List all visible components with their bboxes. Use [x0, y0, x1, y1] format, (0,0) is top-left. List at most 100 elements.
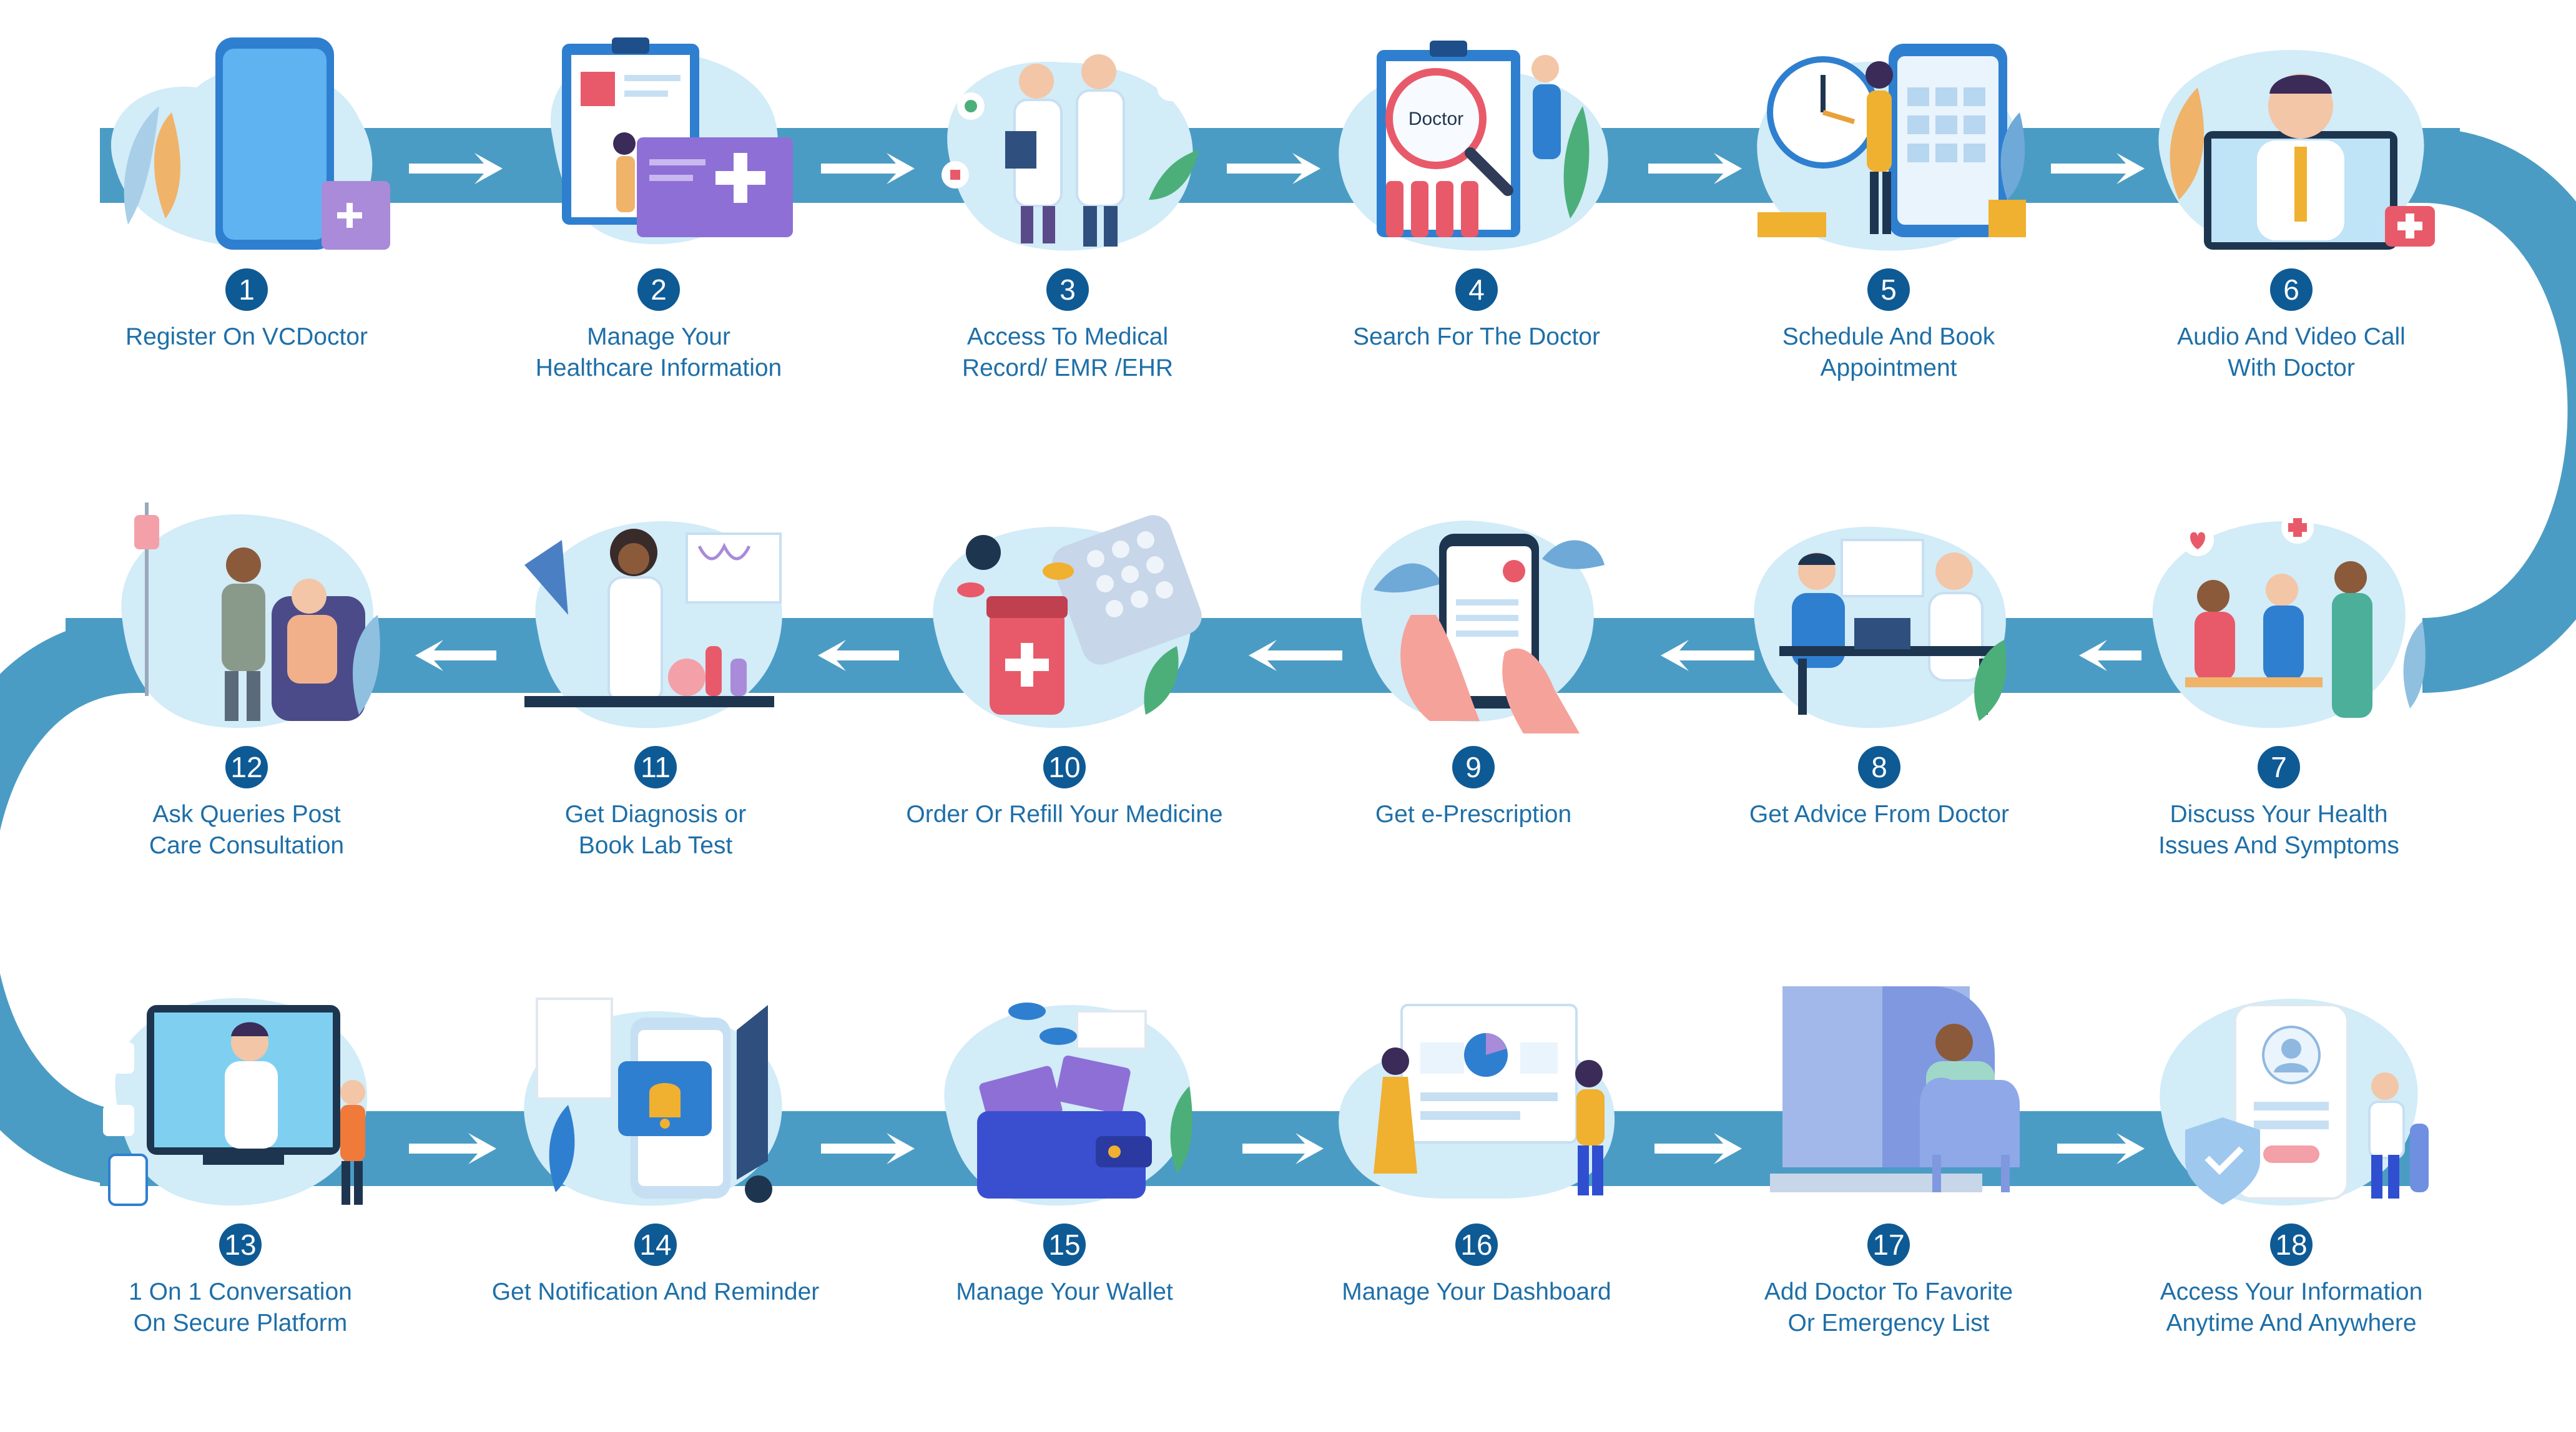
phone-bell-notification-illustration — [524, 998, 782, 1206]
calendar-clock-booking-illustration — [1757, 44, 2026, 251]
step-label-line-1: Register On VCDoctor — [125, 323, 368, 350]
step-label: Audio And Video Call With Doctor — [2092, 321, 2491, 384]
step-number-badge: 8 — [1858, 746, 1900, 788]
arrow-right — [409, 153, 503, 184]
step-number-badge: 13 — [219, 1224, 262, 1266]
arrow-left — [818, 640, 899, 671]
step-card-6: 6 Audio And Video Call With Doctor — [2092, 0, 2491, 474]
step-label-line-1: Schedule And Book — [1782, 323, 1995, 350]
phone-shield-user-illustration — [2160, 999, 2429, 1206]
step-card-17: 17 Add Doctor To Favorite Or Emergency L… — [1689, 955, 2088, 1430]
post-care-patient-illustration — [121, 503, 380, 728]
step-card-10: 10 Order Or Refill Your Medicine — [865, 478, 1264, 952]
step-label-line-2: Anytime And Anywhere — [2166, 1310, 2417, 1336]
step-label: Schedule And Book Appointment — [1689, 321, 2088, 384]
step-label-line-1: Get Advice From Doctor — [1749, 801, 2010, 828]
arrow-right — [821, 1133, 915, 1164]
magnifier-label: Doctor — [1408, 109, 1463, 129]
step-label: Get Advice From Doctor — [1679, 799, 2079, 830]
lab-scientist-illustration — [524, 521, 782, 728]
step-label: Add Doctor To Favorite Or Emergency List — [1689, 1277, 2088, 1339]
step-number-badge: 2 — [637, 268, 680, 311]
step-number-badge: 4 — [1455, 268, 1498, 311]
arrows-row-2 — [415, 640, 2141, 671]
step-label-line-1: Order Or Refill Your Medicine — [906, 801, 1223, 828]
arrow-right — [1654, 1133, 1742, 1164]
health-card-clipboard-illustration — [550, 37, 793, 245]
arrow-right — [2057, 1133, 2145, 1164]
step-card-11: 11 Get Diagnosis or Book Lab Test — [456, 478, 855, 952]
step-label: Discuss Your Health Issues And Symptoms — [2079, 799, 2479, 861]
step-label-line-1: Access Your Information — [2160, 1278, 2423, 1305]
doctor-nurse-records-illustration — [941, 54, 1199, 251]
doctor-video-call-illustration — [2158, 50, 2435, 251]
step-number-badge: 10 — [1043, 746, 1086, 788]
step-label-line-2: On Secure Platform — [133, 1310, 348, 1336]
wallet-cards-illustration — [944, 1003, 1192, 1206]
step-number-badge: 9 — [1452, 746, 1495, 788]
magnifier-doctor-search-illustration: Doctor — [1339, 41, 1608, 251]
step-label-line-1: Audio And Video Call — [2177, 323, 2406, 350]
arrow-left — [1249, 640, 1342, 671]
step-number-badge: 3 — [1046, 268, 1089, 311]
step-label-line-1: 1 On 1 Conversation — [129, 1278, 352, 1305]
doctor-desk-advice-illustration — [1754, 526, 2007, 728]
arrow-right — [821, 153, 915, 184]
step-number-badge: 16 — [1455, 1224, 1498, 1266]
right-turn — [2421, 128, 2576, 693]
step-card-4: Doctor 4 Search For The Doctor — [1277, 0, 1676, 474]
step-label-line-1: Get Diagnosis or — [564, 801, 747, 828]
step-card-13: 13 1 On 1 Conversation On Secure Platfor… — [41, 955, 440, 1430]
step-card-9: 9 Get e-Prescription — [1274, 478, 1673, 952]
step-number-badge: 12 — [225, 746, 268, 788]
step-number-badge: 14 — [634, 1224, 677, 1266]
step-label-line-2: Record/ EMR /EHR — [961, 355, 1174, 381]
arrow-right — [1227, 153, 1320, 184]
arrow-right — [1648, 153, 1742, 184]
step-label: Get Diagnosis or Book Lab Test — [456, 799, 855, 861]
step-label-line-2: Care Consultation — [149, 832, 345, 859]
step-label: Search For The Doctor — [1277, 321, 1676, 353]
step-label-line-2: Book Lab Test — [578, 832, 733, 859]
step-label-line-1: Ask Queries Post — [152, 801, 341, 828]
step-card-12: 12 Ask Queries Post Care Consultation — [47, 478, 446, 952]
step-number-badge: 17 — [1867, 1224, 1910, 1266]
left-turn — [0, 618, 139, 1186]
step-label: Access To Medical Record/ EMR /EHR — [868, 321, 1267, 384]
arrow-left — [2079, 640, 2141, 671]
hand-phone-prescription-illustration — [1360, 521, 1605, 733]
arrows-row-3 — [409, 1133, 2145, 1164]
step-label-line-2: Or Emergency List — [1787, 1310, 1990, 1336]
step-number-badge: 15 — [1043, 1224, 1086, 1266]
step-label-line-1: Manage Your — [587, 323, 730, 350]
arrow-right — [2051, 153, 2145, 184]
secure-monitor-doctor-illustration — [103, 998, 368, 1206]
step-card-14: 14 Get Notification And Reminder — [456, 955, 855, 1430]
step-number-badge: 6 — [2270, 268, 2313, 311]
step-number-badge: 5 — [1867, 268, 1910, 311]
step-number-badge: 18 — [2270, 1224, 2313, 1266]
step-number-badge: 7 — [2258, 746, 2300, 788]
step-card-2: 2 Manage Your Healthcare Information — [459, 0, 858, 474]
step-card-7: 7 Discuss Your Health Issues And Symptom… — [2079, 478, 2479, 952]
step-card-18: 18 Access Your Information Anytime And A… — [2092, 955, 2491, 1430]
step-label: Order Or Refill Your Medicine — [865, 799, 1264, 830]
step-label-line-2: Issues And Symptoms — [2158, 832, 2399, 859]
step-label-line-1: Discuss Your Health — [2170, 801, 2388, 828]
step-label: Register On VCDoctor — [47, 321, 446, 353]
step-label-line-1: Get e-Prescription — [1375, 801, 1572, 828]
step-label-line-1: Get Notification And Reminder — [491, 1278, 820, 1305]
step-label: Ask Queries Post Care Consultation — [47, 799, 446, 861]
step-number-badge: 11 — [634, 746, 677, 788]
arrow-left — [415, 640, 496, 671]
step-card-8: 8 Get Advice From Doctor — [1679, 478, 2079, 952]
step-label-line-2: Healthcare Information — [535, 355, 782, 381]
dashboard-board-illustration — [1339, 1004, 1615, 1199]
step-label: 1 On 1 Conversation On Secure Platform — [41, 1277, 440, 1339]
step-label: Manage Your Healthcare Information — [459, 321, 858, 384]
step-card-15: 15 Manage Your Wallet — [865, 955, 1264, 1430]
step-card-3: 3 Access To Medical Record/ EMR /EHR — [868, 0, 1267, 474]
step-label: Manage Your Wallet — [865, 1277, 1264, 1308]
arrows-row-1 — [409, 153, 2145, 184]
